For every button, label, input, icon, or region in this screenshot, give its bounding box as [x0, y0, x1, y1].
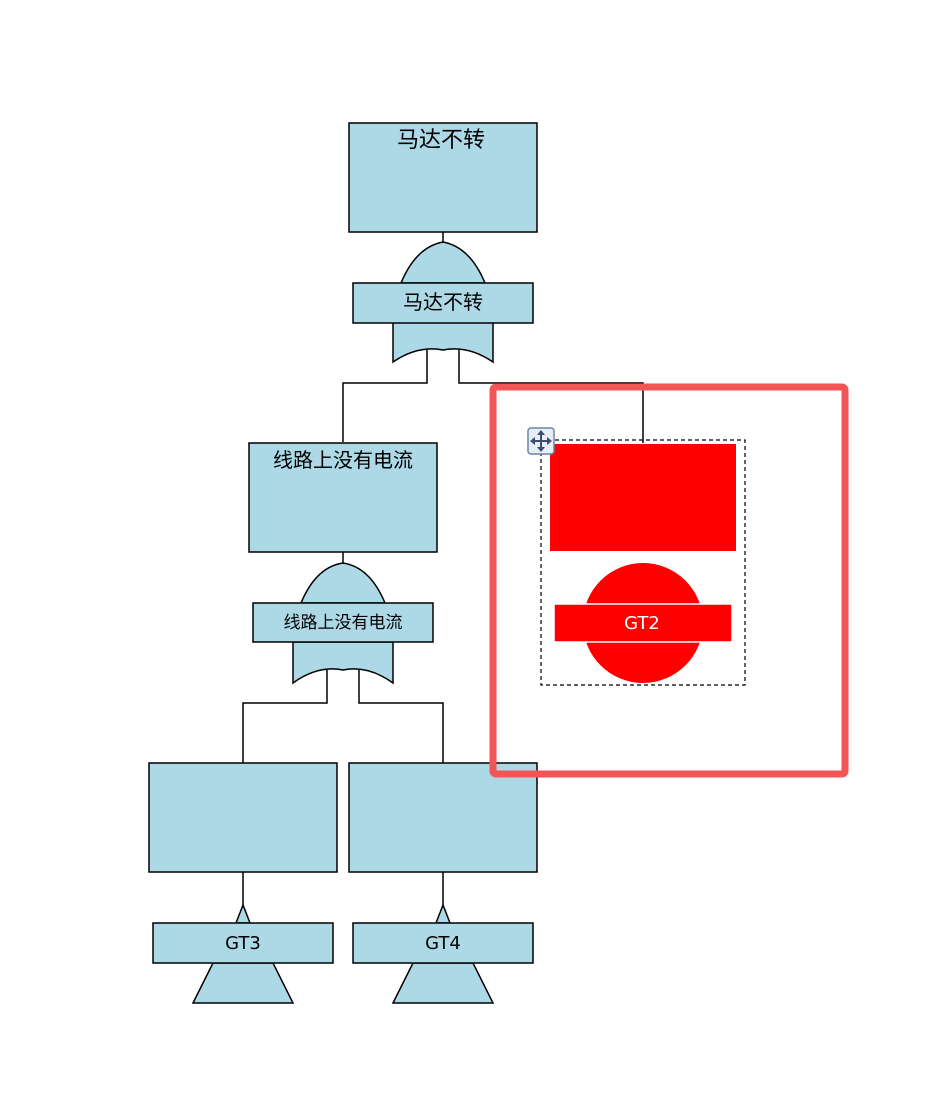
selected-event-box[interactable]: [550, 444, 736, 551]
leaf-right-node[interactable]: GT4: [348, 762, 538, 1004]
connectors: [242, 232, 644, 905]
leaf-right-label: GT4: [425, 933, 461, 954]
selected-gate-label-box[interactable]: [553, 603, 733, 643]
connector-or-to-selected-event: [458, 350, 644, 443]
selected-gate-label: GT2: [624, 613, 660, 634]
top-gate-label-box[interactable]: [352, 282, 534, 324]
leaf-right-box[interactable]: [348, 762, 538, 873]
transfer-left-top: [234, 902, 252, 924]
top-event-title: 马达不转: [397, 128, 485, 153]
selected-event-node[interactable]: GT2: [540, 439, 746, 686]
transfer-right-base: [391, 962, 495, 1004]
connector-or-to-mid-event: [342, 350, 428, 442]
top-or-gate[interactable]: 马达不转: [352, 241, 534, 364]
top-gate-label: 马达不转: [403, 290, 483, 314]
mid-event-node[interactable]: 线路上没有电流: [248, 442, 438, 553]
move-arrows-icon[interactable]: [527, 427, 555, 455]
connector-or-to-leaf-right: [358, 670, 444, 763]
transfer-left-base: [191, 962, 295, 1004]
mid-event-box[interactable]: [248, 442, 438, 553]
transfer-right-top: [434, 902, 452, 924]
highlight-annotation-frame: [489, 383, 849, 778]
or-gate-mid-cap: [299, 562, 387, 604]
mid-event-title: 线路上没有电流: [273, 448, 413, 472]
top-event-box[interactable]: [348, 122, 538, 233]
mid-gate-label: 线路上没有电流: [284, 613, 403, 633]
top-event-node[interactable]: 马达不转: [348, 122, 538, 233]
leaf-left-node[interactable]: GT3: [148, 762, 338, 1004]
leaf-left-box[interactable]: [148, 762, 338, 873]
selection-dashed-outline: [540, 439, 746, 686]
leaf-left-label-box[interactable]: [152, 922, 334, 964]
connector-or-to-leaf-left: [242, 670, 328, 763]
or-gate-top-base: [392, 321, 494, 364]
leaf-right-label-box[interactable]: [352, 922, 534, 964]
or-gate-top-cap: [399, 241, 487, 284]
mid-or-gate[interactable]: 线路上没有电流: [252, 562, 434, 685]
mid-gate-label-box[interactable]: [252, 602, 434, 643]
or-gate-mid-base: [292, 641, 394, 685]
leaf-left-label: GT3: [225, 933, 261, 954]
